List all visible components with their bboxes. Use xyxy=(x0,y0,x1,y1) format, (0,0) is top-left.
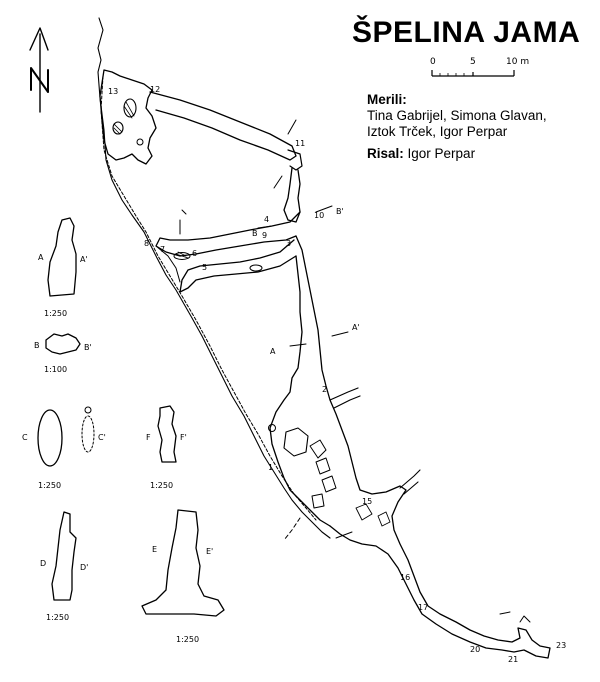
draftsman-block: Risal: Igor Perpar xyxy=(367,146,557,162)
section-a-scale: 1:250 xyxy=(44,309,67,318)
station-17: 17 xyxy=(418,603,428,612)
rock-1 xyxy=(123,98,137,118)
section-f-scale: 1:250 xyxy=(150,481,173,490)
station-21: 21 xyxy=(508,655,518,664)
section-f-label: F xyxy=(146,433,151,442)
section-b-prime-label: B' xyxy=(84,343,92,352)
section-c-scale: 1:250 xyxy=(38,481,61,490)
station-10: 10 xyxy=(314,211,324,220)
station-6: 6 xyxy=(192,249,197,258)
station-16: 16 xyxy=(400,573,410,582)
scale-tick-10: 10 m xyxy=(506,57,529,67)
passage-12-11 xyxy=(149,91,297,161)
station-9: 9 xyxy=(262,231,267,240)
draftsman-name: Igor Perpar xyxy=(407,146,476,161)
section-d-prime-label: D' xyxy=(80,563,88,572)
station-13: 13 xyxy=(108,87,118,96)
surface-line-lower xyxy=(283,517,301,541)
north-arrow-icon xyxy=(29,27,49,113)
section-e-prime-label: E' xyxy=(206,547,213,556)
passage-3-5 xyxy=(179,239,297,293)
section-d-scale: 1:250 xyxy=(46,613,69,622)
surface-line xyxy=(97,17,331,539)
section-b-scale: 1:100 xyxy=(44,365,67,374)
plan-label-a: A xyxy=(270,347,276,356)
section-d-label: D xyxy=(40,559,46,568)
station-1: 1 xyxy=(268,463,273,472)
cross-section-b xyxy=(45,333,81,355)
station-23: 23 xyxy=(556,641,566,650)
cross-section-c xyxy=(37,409,63,467)
section-a-label: A xyxy=(38,253,44,262)
station-7: 7 xyxy=(160,245,165,254)
map-title: ŠPELINA JAMA xyxy=(352,16,581,49)
main-passage-left xyxy=(269,255,331,527)
credits: Merili: Tina Gabrijel, Simona Glavan, Iz… xyxy=(367,92,557,162)
section-e-scale: 1:250 xyxy=(176,635,199,644)
cross-section-e xyxy=(141,509,225,617)
passage-10-6 xyxy=(155,211,301,257)
main-passage-right xyxy=(295,235,551,659)
cross-section-f xyxy=(157,405,177,463)
rock-2 xyxy=(112,121,124,135)
section-f-prime-label: F' xyxy=(180,433,187,442)
scale-bar: 0 5 10 m xyxy=(430,57,529,77)
station-8: 8 xyxy=(144,239,149,248)
passage-11-3 xyxy=(283,167,301,223)
cross-section-d xyxy=(51,511,77,601)
station-4: 4 xyxy=(264,215,269,224)
station-20: 20 xyxy=(470,645,480,654)
scale-tick-5: 5 xyxy=(470,57,476,67)
station-5: 5 xyxy=(202,263,207,272)
surveyors-label: Merili: xyxy=(367,92,407,107)
section-b-label: B xyxy=(34,341,40,350)
station-12: 12 xyxy=(150,85,160,94)
surveyors-block: Merili: Tina Gabrijel, Simona Glavan, Iz… xyxy=(367,92,557,140)
section-c-prime-label: C' xyxy=(98,433,106,442)
plan-label-b-prime: B' xyxy=(336,207,344,216)
station-11: 11 xyxy=(295,139,305,148)
section-e-label: E xyxy=(152,545,157,554)
upper-chamber xyxy=(99,69,157,165)
plan-label-a-prime: A' xyxy=(352,323,360,332)
draftsman-label: Risal: xyxy=(367,146,404,161)
scale-tick-0: 0 xyxy=(430,57,436,67)
section-a-prime-label: A' xyxy=(80,255,88,264)
station-2: 2 xyxy=(322,385,327,394)
station-3: 3 xyxy=(286,239,291,248)
section-c-label: C xyxy=(22,433,28,442)
surveyors-names: Tina Gabrijel, Simona Glavan, Iztok Trče… xyxy=(367,108,547,139)
cross-section-a xyxy=(47,217,77,297)
station-15: 15 xyxy=(362,497,372,506)
surface-line-dashed xyxy=(100,75,317,521)
plan-label-b: B xyxy=(252,229,258,238)
